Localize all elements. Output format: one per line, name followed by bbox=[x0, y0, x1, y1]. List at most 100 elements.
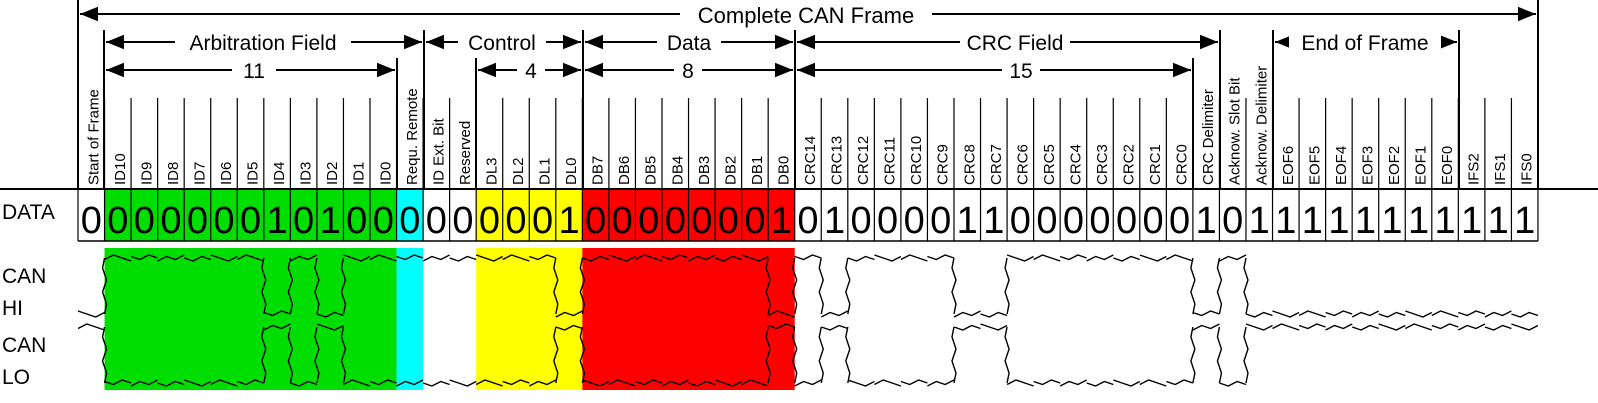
bit-value-id10: 0 bbox=[107, 200, 128, 242]
bit-name-crc5: CRC5 bbox=[1041, 144, 1058, 185]
bit-name-crc9: CRC9 bbox=[935, 144, 952, 185]
can-lo-label-line2: LO bbox=[2, 366, 30, 389]
bit-value-dl3: 0 bbox=[479, 200, 500, 242]
data-wave-fill bbox=[582, 248, 795, 390]
bit-value-id3: 0 bbox=[293, 200, 314, 242]
bit-name-eof3: EOF3 bbox=[1359, 146, 1376, 185]
bit-name-id8: ID8 bbox=[165, 162, 182, 185]
bit-name-crc11: CRC11 bbox=[882, 137, 899, 185]
bit-value-db6: 0 bbox=[612, 200, 633, 242]
can-lo-label-line1: CAN bbox=[2, 334, 46, 357]
bit-value-id0: 0 bbox=[373, 200, 394, 242]
bit-value-start-of-frame: 0 bbox=[81, 200, 102, 242]
frame-title: Complete CAN Frame bbox=[698, 3, 914, 28]
bit-name-dl1: DL1 bbox=[537, 157, 554, 185]
crc-count: 15 bbox=[1009, 60, 1032, 83]
arbitration-cell-fill bbox=[104, 189, 397, 241]
bit-value-id1: 0 bbox=[346, 200, 367, 242]
bit-value-id9: 0 bbox=[134, 200, 155, 242]
bit-name-id7: ID7 bbox=[191, 162, 208, 185]
bit-name-crc10: CRC10 bbox=[908, 136, 925, 185]
bit-name-id1: ID1 bbox=[351, 162, 368, 185]
bit-value-dl0: 1 bbox=[559, 200, 580, 242]
bit-name-reserved: Reserved bbox=[457, 121, 474, 185]
remote-cell-fill bbox=[396, 189, 424, 241]
bit-value-db2: 0 bbox=[718, 200, 739, 242]
bit-name-db0: DB0 bbox=[775, 156, 792, 185]
bit-value-ifs1: 1 bbox=[1488, 200, 1509, 242]
bit-name-db5: DB5 bbox=[643, 156, 660, 185]
bit-value-id5: 0 bbox=[240, 200, 261, 242]
bit-name-crc2: CRC2 bbox=[1121, 144, 1138, 185]
bit-name-eof2: EOF2 bbox=[1386, 146, 1403, 185]
bit-name-id0: ID0 bbox=[377, 162, 394, 185]
bit-value-id8: 0 bbox=[160, 200, 181, 242]
bit-value-dl1: 0 bbox=[532, 200, 553, 242]
bit-name-db3: DB3 bbox=[696, 156, 713, 185]
bit-value-acknow-slot-bit: 0 bbox=[1222, 200, 1243, 242]
bit-value-db7: 0 bbox=[585, 200, 606, 242]
bit-value-eof6: 1 bbox=[1275, 200, 1296, 242]
can-hi-waveform bbox=[77, 254, 1539, 318]
bit-value-crc-delimiter: 1 bbox=[1196, 200, 1217, 242]
bit-value-eof2: 1 bbox=[1381, 200, 1402, 242]
control-field-label: Control bbox=[468, 32, 536, 55]
bit-name-eof1: EOF1 bbox=[1413, 146, 1430, 185]
bit-value-db1: 0 bbox=[744, 200, 765, 242]
bit-value-acknow-delimiter: 1 bbox=[1249, 200, 1270, 242]
bit-value-ifs0: 1 bbox=[1514, 200, 1535, 242]
bit-value-crc9: 0 bbox=[930, 200, 951, 242]
bit-value-crc3: 0 bbox=[1089, 200, 1110, 242]
can-hi-label-line2: HI bbox=[2, 297, 23, 320]
bit-value-reserved: 0 bbox=[452, 200, 473, 242]
bit-value-id2: 1 bbox=[320, 200, 341, 242]
bit-name-id6: ID6 bbox=[218, 162, 235, 185]
bit-name-dl3: DL3 bbox=[483, 157, 500, 185]
bit-value-id6: 0 bbox=[213, 200, 234, 242]
bit-value-eof4: 1 bbox=[1328, 200, 1349, 242]
bit-name-eof4: EOF4 bbox=[1333, 146, 1350, 185]
bit-name-start-of-frame: Start of Frame bbox=[85, 89, 102, 185]
bit-value-db3: 0 bbox=[691, 200, 712, 242]
bit-value-crc1: 0 bbox=[1143, 200, 1164, 242]
bit-value-crc6: 0 bbox=[1010, 200, 1031, 242]
bit-name-crc1: CRC1 bbox=[1147, 144, 1164, 185]
data-row-label: DATA bbox=[2, 201, 55, 224]
bit-name-db1: DB1 bbox=[749, 156, 766, 185]
arbitration-wave-fill bbox=[104, 248, 397, 390]
bit-value-requ-remote: 0 bbox=[399, 200, 420, 242]
bit-name-eof0: EOF0 bbox=[1439, 146, 1456, 185]
bit-name-id4: ID4 bbox=[271, 162, 288, 185]
bit-value-eof5: 1 bbox=[1302, 200, 1323, 242]
bit-name-id9: ID9 bbox=[138, 162, 155, 185]
crc-field-label: CRC Field bbox=[967, 32, 1064, 55]
bit-value-crc12: 0 bbox=[851, 200, 872, 242]
bit-name-crc4: CRC4 bbox=[1067, 144, 1084, 185]
bit-value-eof0: 1 bbox=[1434, 200, 1455, 242]
bit-value-eof3: 1 bbox=[1355, 200, 1376, 242]
bit-name-crc0: CRC0 bbox=[1174, 144, 1191, 185]
control-count: 4 bbox=[525, 60, 537, 83]
bit-value-id-ext-bit: 0 bbox=[426, 200, 447, 242]
bit-name-id3: ID3 bbox=[298, 162, 315, 185]
bit-name-dl2: DL2 bbox=[510, 157, 527, 185]
bit-value-db4: 0 bbox=[665, 200, 686, 242]
complete-frame-span: Complete CAN Frame bbox=[77, 0, 1539, 189]
bit-value-db5: 0 bbox=[638, 200, 659, 242]
bit-name-acknow-slot-bit: Acknow. Slot Bit bbox=[1227, 77, 1244, 185]
bit-value-id4: 1 bbox=[267, 200, 288, 242]
bit-value-crc13: 1 bbox=[824, 200, 845, 242]
bit-name-crc13: CRC13 bbox=[829, 136, 846, 185]
can-lo-waveform bbox=[77, 323, 1539, 387]
bit-name-crc12: CRC12 bbox=[855, 136, 872, 185]
bit-value-ifs2: 1 bbox=[1461, 200, 1482, 242]
bit-value-crc5: 0 bbox=[1036, 200, 1057, 242]
arbitration-field-label: Arbitration Field bbox=[189, 32, 336, 55]
bit-name-ifs1: IFS1 bbox=[1492, 153, 1509, 185]
bit-name-ifs2: IFS2 bbox=[1466, 153, 1483, 185]
bit-name-db4: DB4 bbox=[669, 156, 686, 185]
data-field-label: Data bbox=[667, 32, 712, 55]
